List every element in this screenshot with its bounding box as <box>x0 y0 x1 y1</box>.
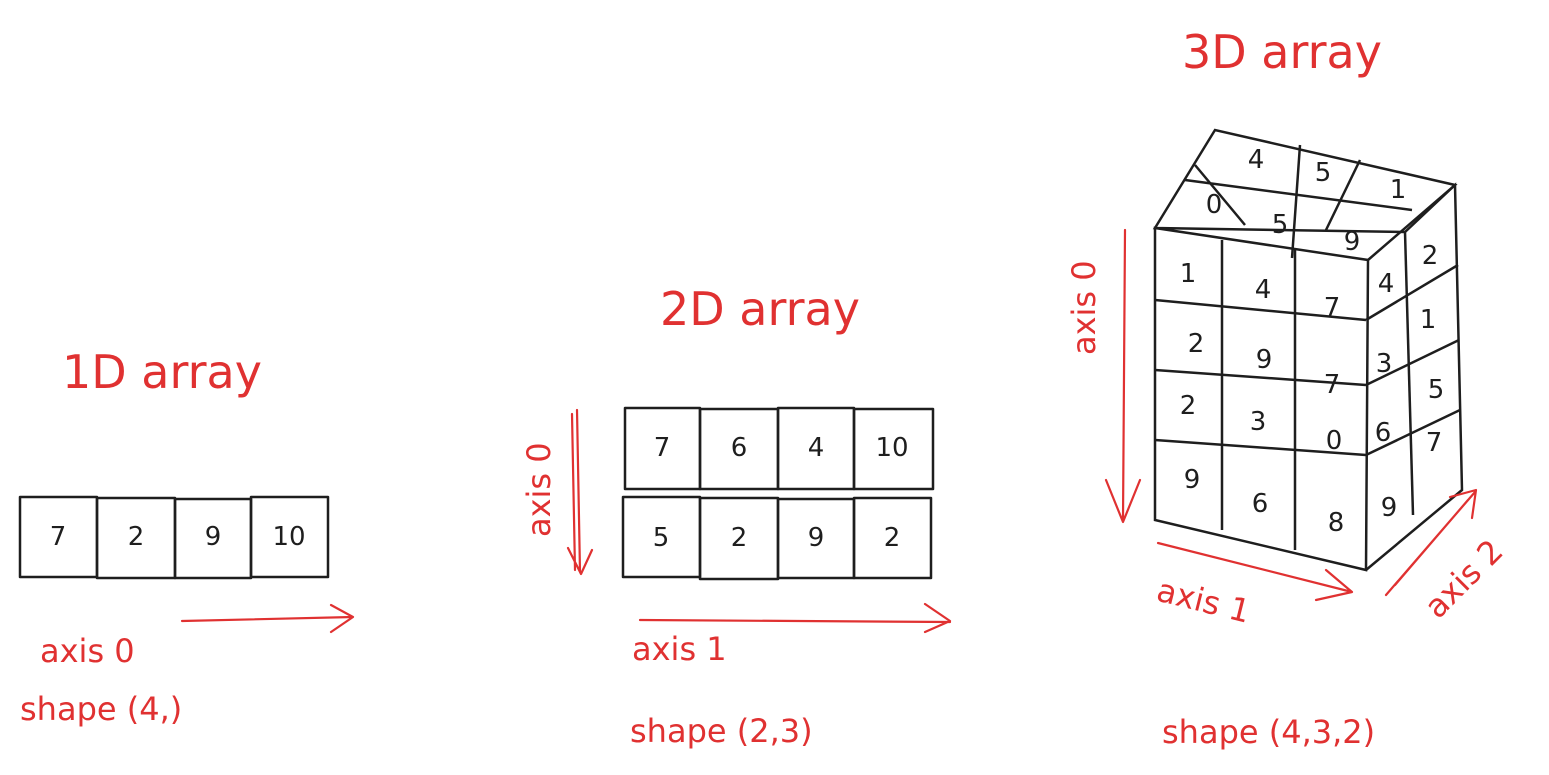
two-d-value: 9 <box>808 523 825 553</box>
three-d-value: 8 <box>1328 508 1345 538</box>
three-d-axis0-label: axis 0 <box>1065 260 1103 355</box>
three-d-value: 0 <box>1326 426 1343 456</box>
one-d-cell <box>249 495 330 579</box>
two-d-value: 10 <box>875 433 908 463</box>
two-d-title: 2D array <box>660 282 860 336</box>
three-d-axis1-label: axis 1 <box>1153 571 1254 631</box>
one-d-title: 1D array <box>62 345 262 399</box>
one-d-shape-label: shape (4,) <box>20 690 182 728</box>
three-d-value: 0 <box>1206 190 1223 220</box>
three-d-value: 5 <box>1428 375 1445 405</box>
one-d-value: 10 <box>272 522 305 552</box>
three-d-axis1-arrow <box>1156 541 1354 602</box>
two-d-shape-label: shape (2,3) <box>630 712 813 750</box>
three-d-value: 9 <box>1381 493 1398 523</box>
three-d-value: 7 <box>1426 428 1443 458</box>
one-d-axis0-arrow <box>180 603 355 634</box>
three-d-value: 9 <box>1256 345 1273 375</box>
three-d-axis2-label: axis 2 <box>1417 532 1511 626</box>
three-d-value: 1 <box>1390 175 1407 205</box>
three-d-value: 9 <box>1344 227 1361 257</box>
three-d-value: 1 <box>1420 305 1437 335</box>
three-d-value: 6 <box>1252 489 1269 519</box>
three-d-block-outline <box>1152 128 1464 572</box>
three-d-value: 4 <box>1255 275 1272 305</box>
three-d-front-divider <box>1220 240 1297 550</box>
two-d-value: 5 <box>653 523 670 553</box>
three-d-value: 3 <box>1376 349 1393 379</box>
two-d-cells: 7 6 4 10 5 2 9 2 <box>621 406 935 581</box>
three-d-array: 3D array 4 5 1 0 5 9 1 4 7 2 9 7 2 3 0 9 <box>1065 25 1511 751</box>
two-d-value: 2 <box>884 523 901 553</box>
one-d-cells: 7 2 9 10 <box>18 495 330 580</box>
two-d-axis0-label: axis 0 <box>520 442 558 537</box>
three-d-value: 3 <box>1250 407 1267 437</box>
two-d-value: 2 <box>731 523 748 553</box>
three-d-axis0-arrow <box>1104 228 1142 524</box>
three-d-shape-label: shape (4,3,2) <box>1162 713 1375 751</box>
two-d-cell <box>852 496 933 580</box>
one-d-value: 9 <box>205 522 222 552</box>
three-d-axis2-arrow <box>1384 488 1478 597</box>
three-d-value: 5 <box>1315 158 1332 188</box>
one-d-value: 7 <box>50 522 67 552</box>
three-d-value: 4 <box>1378 269 1395 299</box>
one-d-array: 1D array 7 2 9 10 axis 0 shape (4,) <box>18 345 355 728</box>
three-d-side-divider <box>1403 231 1415 516</box>
three-d-top-divider <box>1194 144 1362 259</box>
two-d-value: 7 <box>654 433 671 463</box>
two-d-array: 2D array 7 6 4 10 5 2 9 2 axis 0 axis 1 … <box>520 282 952 750</box>
three-d-value: 6 <box>1375 418 1392 448</box>
two-d-axis0-arrow <box>566 408 594 576</box>
three-d-title: 3D array <box>1182 25 1382 79</box>
three-d-value: 7 <box>1324 370 1341 400</box>
three-d-value: 2 <box>1180 391 1197 421</box>
two-d-cell <box>852 407 935 491</box>
two-d-value: 6 <box>731 433 748 463</box>
three-d-value: 7 <box>1324 293 1341 323</box>
three-d-front-divider <box>1154 298 1367 457</box>
three-d-side-face <box>1365 182 1464 571</box>
three-d-side-divider <box>1365 263 1461 457</box>
two-d-axis1-label: axis 1 <box>632 630 727 668</box>
three-d-value: 1 <box>1180 259 1197 289</box>
three-d-value: 2 <box>1422 241 1439 271</box>
three-d-value: 5 <box>1272 210 1289 240</box>
three-d-top-divider <box>1184 178 1413 212</box>
one-d-axis0-label: axis 0 <box>40 632 135 670</box>
two-d-axis1-arrow <box>638 602 952 634</box>
three-d-value: 4 <box>1248 145 1265 175</box>
three-d-value: 9 <box>1184 465 1201 495</box>
three-d-value: 2 <box>1188 329 1205 359</box>
one-d-value: 2 <box>128 522 145 552</box>
two-d-value: 4 <box>808 433 825 463</box>
